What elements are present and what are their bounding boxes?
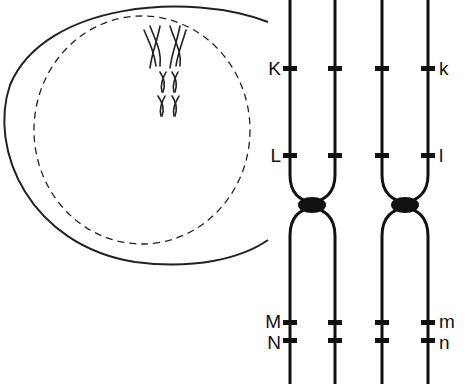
- gene-label: K: [268, 59, 281, 78]
- chromatids-left: [290, 0, 335, 384]
- gene-label: n: [439, 333, 450, 352]
- gene-label: L: [270, 146, 281, 165]
- nucleus-envelope: [34, 16, 250, 244]
- gene-label: m: [439, 312, 455, 331]
- gene-label: k: [439, 59, 449, 78]
- gene-label: M: [265, 312, 281, 331]
- centromere: [298, 197, 326, 213]
- gene-label: l: [439, 146, 443, 165]
- gene-label: N: [267, 333, 281, 352]
- centromere: [391, 197, 419, 213]
- cell-membrane: [4, 7, 268, 265]
- small-chromosomes: [144, 26, 186, 116]
- chromatids-right: [382, 0, 428, 384]
- gene-loci: [283, 66, 435, 343]
